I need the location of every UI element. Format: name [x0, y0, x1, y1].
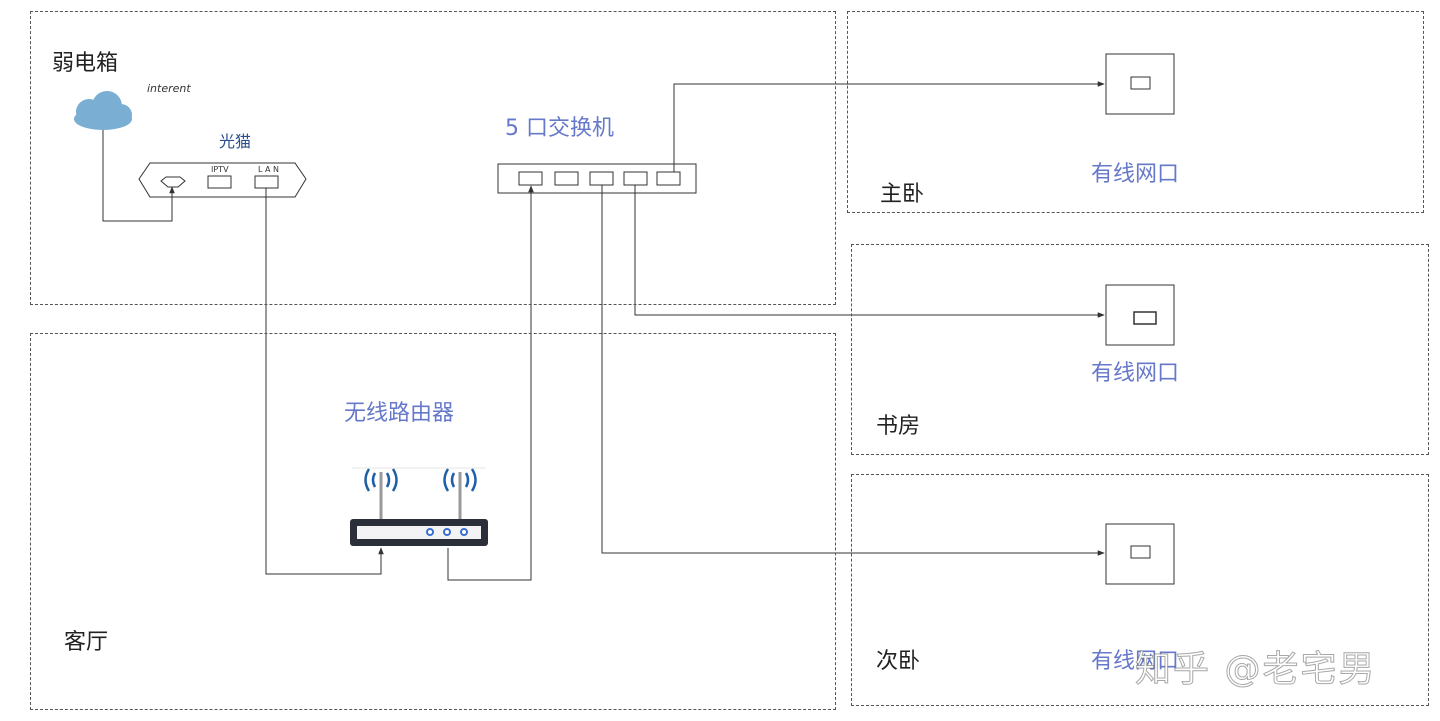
switch-port-1 [518, 171, 543, 186]
cloud-to-modem-line [102, 130, 175, 222]
lan-port-label: L A N [258, 165, 279, 174]
zone-label-weak-box: 弱电箱 [52, 51, 119, 76]
modem-label: 光猫 [219, 132, 252, 151]
optical-modem [138, 162, 307, 198]
router-icon [350, 467, 488, 546]
wall-port-second [1105, 523, 1175, 585]
zone-second-bedroom [851, 474, 1429, 706]
iptv-port-label: IPTV [211, 165, 229, 174]
switch-label: 5 口交换机 [505, 116, 614, 141]
router-to-switch-line [447, 185, 534, 581]
fiber-port-icon [160, 176, 186, 188]
cloud-label: interent [147, 82, 191, 95]
zone-label-second-bedroom: 次卧 [876, 649, 921, 674]
switch-to-study-line [634, 185, 1105, 318]
switch-to-master-line [673, 81, 1105, 172]
wall-port-label-study: 有线网口 [1091, 361, 1180, 386]
cloud-icon [74, 91, 132, 130]
connections [102, 81, 1105, 581]
wall-port-master [1105, 53, 1175, 115]
router-label: 无线路由器 [344, 401, 455, 426]
wifi-signal-icon-right [443, 468, 477, 492]
switch-port-5 [656, 171, 681, 186]
switch-port-2 [554, 171, 579, 186]
zone-label-master-bedroom: 主卧 [880, 182, 925, 207]
zone-weak-box [30, 11, 836, 305]
iptv-port [207, 175, 232, 189]
zone-study [851, 244, 1429, 455]
zone-label-living-room: 客厅 [64, 630, 109, 655]
watermark: 知乎 @老宅男 [1134, 649, 1377, 691]
wall-port-label-second: 有线网口 [1091, 649, 1180, 674]
modem-lan-to-router-line [265, 188, 384, 575]
switch-to-second-line [601, 185, 1105, 556]
wifi-signal-icon-left [364, 468, 398, 492]
zone-living-room [30, 333, 836, 710]
zone-label-study: 书房 [876, 414, 921, 439]
wall-port-label-master: 有线网口 [1091, 162, 1180, 187]
wall-port-study [1105, 284, 1175, 346]
zone-master-bedroom [847, 11, 1424, 213]
